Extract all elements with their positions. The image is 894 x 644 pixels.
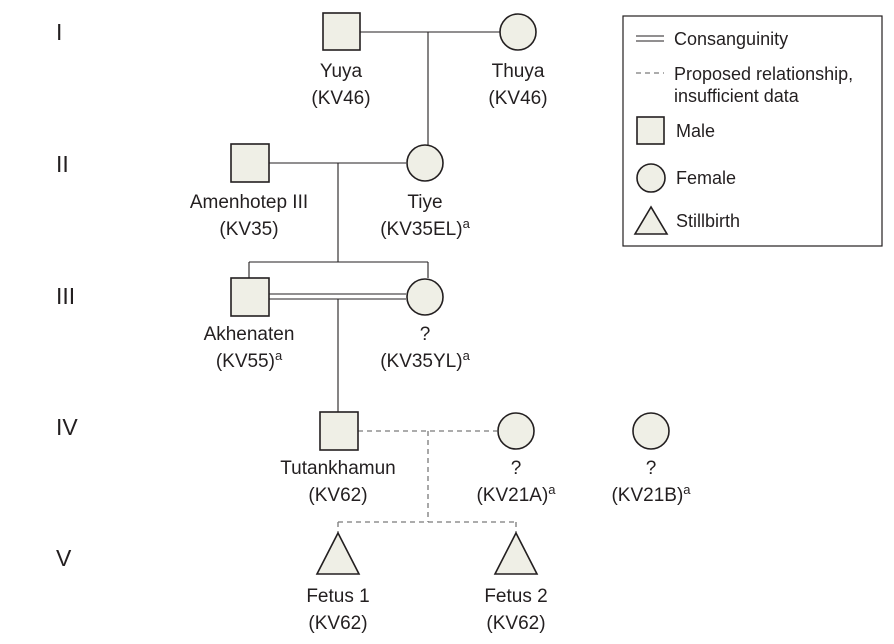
label-fetus2: Fetus 2 [484, 586, 547, 607]
generation-label-iv: IV [56, 414, 78, 440]
tomb-kv21a: (KV21A)a [476, 482, 556, 506]
female-symbol-kv21a [497, 412, 535, 450]
legend-female-label: Female [676, 168, 736, 188]
legend-proposed-label-line1: Proposed relationship, [674, 64, 853, 84]
label-kv21b: ? [646, 458, 657, 479]
label-akhenaten: Akhenaten [204, 324, 295, 345]
tomb-amenhotep-iii: (KV35) [219, 219, 278, 240]
legend-male-label: Male [676, 121, 715, 141]
male-symbol-akhenaten [230, 277, 270, 317]
relationship-lines [248, 31, 517, 533]
male-symbol-amenhotep-iii [230, 143, 270, 183]
legend-consanguinity-label: Consanguinity [674, 29, 788, 49]
stillbirth-symbol-fetus2 [493, 531, 539, 575]
legend-male-swatch [636, 116, 665, 145]
legend-female-swatch [636, 163, 666, 193]
label-thuya: Thuya [492, 61, 545, 82]
legend-stillbirth-label: Stillbirth [676, 211, 740, 231]
male-symbol-tutankhamun [319, 411, 359, 451]
label-tiye: Tiye [407, 192, 442, 213]
label-tutankhamun: Tutankhamun [280, 458, 395, 479]
female-symbol-thuya [499, 13, 537, 51]
tomb-fetus2: (KV62) [486, 613, 545, 634]
female-symbol-tiye [406, 144, 444, 182]
legend: Consanguinity Proposed relationship, ins… [622, 15, 883, 247]
female-symbol-kv35yl [406, 278, 444, 316]
legend-stillbirth-swatch [633, 205, 669, 235]
generation-label-ii: II [56, 151, 69, 177]
legend-proposed-label-line2: insufficient data [674, 86, 800, 106]
tomb-kv35yl: (KV35YL)a [380, 348, 470, 372]
tomb-tiye: (KV35EL)a [380, 216, 470, 240]
generation-label-i: I [56, 19, 62, 45]
tomb-fetus1: (KV62) [308, 613, 367, 634]
tomb-thuya: (KV46) [488, 88, 547, 109]
tomb-kv21b: (KV21B)a [611, 482, 691, 506]
label-kv21a: ? [511, 458, 522, 479]
stillbirth-symbol-fetus1 [315, 531, 361, 575]
label-kv35yl: ? [420, 324, 431, 345]
tomb-tutankhamun: (KV62) [308, 485, 367, 506]
label-yuya: Yuya [320, 61, 363, 82]
tomb-akhenaten: (KV55)a [216, 348, 283, 372]
male-symbol-yuya [322, 12, 361, 51]
label-amenhotep-iii: Amenhotep III [190, 192, 308, 213]
legend-box [622, 15, 883, 247]
generation-label-iii: III [56, 283, 75, 309]
generation-label-v: V [56, 545, 72, 571]
label-fetus1: Fetus 1 [306, 586, 369, 607]
tomb-yuya: (KV46) [311, 88, 370, 109]
female-symbol-kv21b [632, 412, 670, 450]
